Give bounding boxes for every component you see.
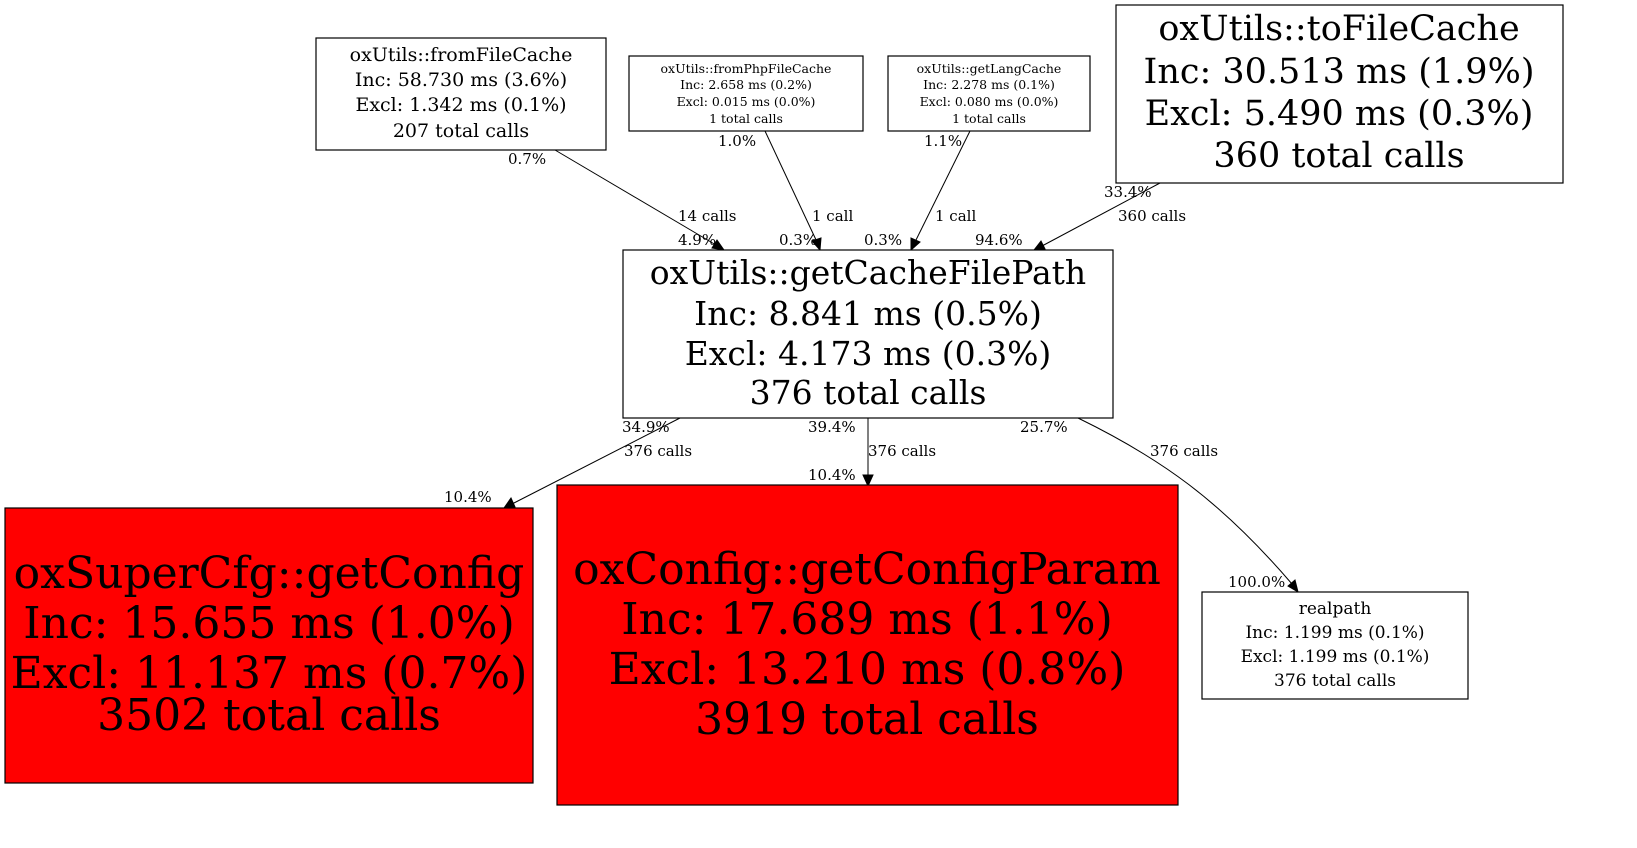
edge-calls: 376 calls xyxy=(624,442,692,460)
node-calls: 207 total calls xyxy=(393,120,529,142)
edge-tail-pct: 1.0% xyxy=(718,132,756,150)
edge-calls: 1 call xyxy=(935,207,976,225)
node-toFileCache[interactable]: oxUtils::toFileCache Inc: 30.513 ms (1.9… xyxy=(1115,4,1564,184)
node-excl: Excl: 1.199 ms (0.1%) xyxy=(1241,647,1430,667)
edge-getCacheFilePath-realpath: 376 calls 25.7% 100.0% xyxy=(1020,417,1299,594)
node-excl: Excl: 4.173 ms (0.3%) xyxy=(685,334,1052,373)
edge-calls: 1 call xyxy=(812,207,853,225)
edge-fromFileCache-getCacheFilePath: 14 calls 0.7% 4.9% xyxy=(508,149,737,251)
edge-calls: 376 calls xyxy=(1150,442,1218,460)
node-name: oxSuperCfg::getConfig xyxy=(14,548,525,599)
node-excl: Excl: 13.210 ms (0.8%) xyxy=(609,644,1126,695)
edge-tail-pct: 34.9% xyxy=(622,418,670,436)
edge-toFileCache-getCacheFilePath: 360 calls 33.4% 94.6% xyxy=(975,182,1186,251)
edge-head-pct: 4.9% xyxy=(678,231,716,249)
edge-head-pct: 0.3% xyxy=(864,231,902,249)
node-fromFileCache[interactable]: oxUtils::fromFileCache Inc: 58.730 ms (3… xyxy=(315,37,607,151)
node-excl: Excl: 1.342 ms (0.1%) xyxy=(355,94,566,116)
node-calls: 3502 total calls xyxy=(97,690,441,741)
edge-calls: 14 calls xyxy=(678,207,737,225)
node-name: oxUtils::fromPhpFileCache xyxy=(661,61,832,76)
edge-getCacheFilePath-getConfig: 376 calls 34.9% 10.4% xyxy=(444,417,692,509)
node-inc: Inc: 2.658 ms (0.2%) xyxy=(680,77,812,92)
node-excl: Excl: 0.080 ms (0.0%) xyxy=(920,94,1059,109)
node-name: oxConfig::getConfigParam xyxy=(573,544,1161,595)
node-inc: Inc: 58.730 ms (3.6%) xyxy=(355,69,567,91)
edge-head-pct: 94.6% xyxy=(975,231,1023,249)
node-calls: 1 total calls xyxy=(709,111,783,126)
node-calls: 3919 total calls xyxy=(695,694,1039,745)
edge-tail-pct: 25.7% xyxy=(1020,418,1068,436)
node-name: oxUtils::getCacheFilePath xyxy=(650,253,1086,292)
node-realpath[interactable]: realpath Inc: 1.199 ms (0.1%) Excl: 1.19… xyxy=(1201,591,1469,700)
node-name: oxUtils::getLangCache xyxy=(917,61,1062,76)
node-name: oxUtils::fromFileCache xyxy=(350,44,573,66)
node-inc: Inc: 30.513 ms (1.9%) xyxy=(1144,52,1535,92)
edge-calls: 360 calls xyxy=(1118,207,1186,225)
edge-tail-pct: 0.7% xyxy=(508,150,546,168)
node-excl: Excl: 5.490 ms (0.3%) xyxy=(1145,94,1534,134)
node-calls: 1 total calls xyxy=(952,111,1026,126)
node-inc: Inc: 8.841 ms (0.5%) xyxy=(694,294,1042,333)
node-inc: Inc: 15.655 ms (1.0%) xyxy=(23,598,515,649)
node-getConfig[interactable]: oxSuperCfg::getConfig Inc: 15.655 ms (1.… xyxy=(4,507,534,784)
edge-head-pct: 10.4% xyxy=(808,466,856,484)
edge-head-pct: 0.3% xyxy=(779,231,817,249)
node-excl: Excl: 0.015 ms (0.0%) xyxy=(677,94,816,109)
edge-fromPhpFileCache-getCacheFilePath: 1 call 1.0% 0.3% xyxy=(718,130,853,252)
node-getConfigParam[interactable]: oxConfig::getConfigParam Inc: 17.689 ms … xyxy=(556,484,1179,806)
node-calls: 376 total calls xyxy=(1274,671,1396,691)
node-getCacheFilePath[interactable]: oxUtils::getCacheFilePath Inc: 8.841 ms … xyxy=(622,249,1114,419)
edge-calls: 376 calls xyxy=(868,442,936,460)
node-inc: Inc: 2.278 ms (0.1%) xyxy=(923,77,1055,92)
edge-head-pct: 10.4% xyxy=(444,488,492,506)
edge-getLangCache-getCacheFilePath: 1 call 1.1% 0.3% xyxy=(864,130,976,252)
edge-getCacheFilePath-getConfigParam: 376 calls 39.4% 10.4% xyxy=(808,418,936,488)
node-inc: Inc: 17.689 ms (1.1%) xyxy=(621,594,1113,645)
node-name: oxUtils::toFileCache xyxy=(1158,9,1519,49)
edge-tail-pct: 1.1% xyxy=(924,132,962,150)
node-inc: Inc: 1.199 ms (0.1%) xyxy=(1245,623,1424,643)
node-calls: 376 total calls xyxy=(750,373,987,412)
edge-tail-pct: 33.4% xyxy=(1104,183,1152,201)
node-name: realpath xyxy=(1299,599,1372,619)
edge-head-pct: 100.0% xyxy=(1228,573,1285,591)
node-calls: 360 total calls xyxy=(1213,136,1464,176)
edge-tail-pct: 39.4% xyxy=(808,418,856,436)
node-fromPhpFileCache[interactable]: oxUtils::fromPhpFileCache Inc: 2.658 ms … xyxy=(628,55,864,132)
node-excl: Excl: 11.137 ms (0.7%) xyxy=(11,648,528,699)
node-getLangCache[interactable]: oxUtils::getLangCache Inc: 2.278 ms (0.1… xyxy=(887,55,1091,132)
